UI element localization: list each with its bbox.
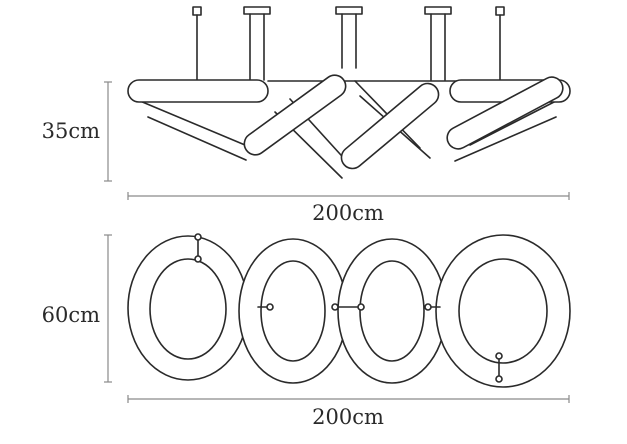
tube-segment xyxy=(446,76,564,150)
depth-dimension: 60cm xyxy=(42,234,112,383)
tube-segment xyxy=(127,79,269,103)
loop-rings xyxy=(127,234,571,388)
mount-point xyxy=(331,303,339,311)
width-dimension-side: 200cm xyxy=(127,192,570,225)
canopy-right xyxy=(424,6,452,15)
mount-point xyxy=(495,375,503,383)
canopy-left xyxy=(243,6,271,15)
tube-segment xyxy=(340,82,440,170)
mounting-points xyxy=(194,233,503,383)
width-label-side: 200cm xyxy=(312,201,384,225)
mount-point xyxy=(194,233,202,241)
mount-point xyxy=(357,303,365,311)
depth-label: 60cm xyxy=(42,303,100,327)
height-dimension: 35cm xyxy=(42,81,112,182)
loop-ring-1 xyxy=(127,235,249,381)
side-view: 35cm 200cm xyxy=(42,6,571,225)
ceiling-canopies xyxy=(192,6,505,16)
canopy-center xyxy=(335,6,363,15)
canopy-small-right xyxy=(495,6,505,16)
frame-edge xyxy=(139,100,246,146)
height-label: 35cm xyxy=(42,119,100,143)
mount-point xyxy=(424,303,432,311)
loop-ring-2 xyxy=(238,238,348,384)
mount-point xyxy=(194,255,202,263)
loop-ring-4 xyxy=(435,234,571,388)
loop-ring-3 xyxy=(337,238,447,384)
frame-edge xyxy=(454,116,557,162)
width-label-top: 200cm xyxy=(312,405,384,429)
width-dimension-top: 200cm xyxy=(127,395,570,429)
canopy-small-left xyxy=(192,6,202,16)
frame-edge xyxy=(147,116,247,161)
frame-edge xyxy=(469,100,557,146)
mount-point xyxy=(495,352,503,360)
top-view: 60cm 200cm xyxy=(42,233,571,429)
light-tubes xyxy=(127,74,571,170)
mount-point xyxy=(266,303,274,311)
